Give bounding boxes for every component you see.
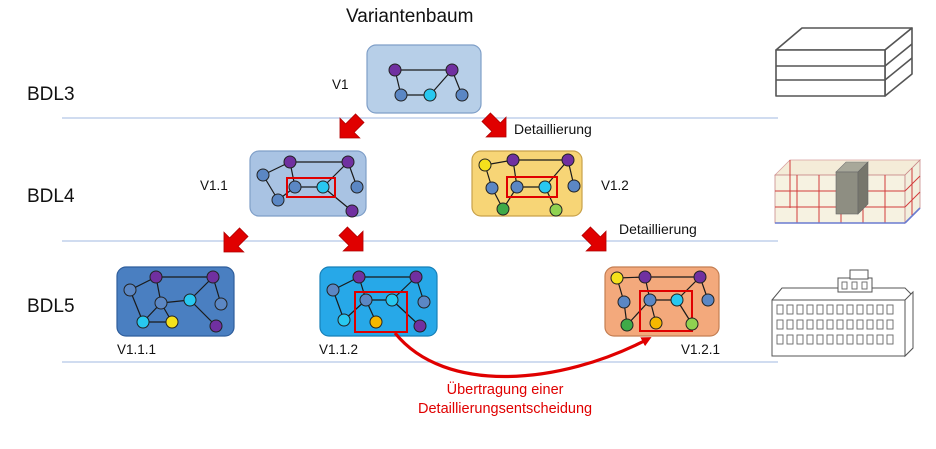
level-label-bdl3: BDL3 — [27, 84, 75, 105]
variant-label-v1-2: V1.2 — [601, 178, 629, 193]
annotation-detaillierung-1: Detaillierung — [514, 121, 592, 137]
transfer-arrow — [393, 331, 652, 379]
level-label-bdl5: BDL5 — [27, 296, 75, 317]
building-slab-block-icon — [775, 27, 913, 97]
diagram-title: Variantenbaum — [346, 6, 474, 27]
transfer-annotation-line2: Detaillierungsentscheidung — [418, 401, 593, 417]
level-label-bdl4: BDL4 — [27, 186, 75, 207]
annotation-detaillierung-2: Detaillierung — [619, 221, 697, 237]
variant-label-v1-1-2: V1.1.2 — [319, 342, 359, 357]
variant-label-v1-1: V1.1 — [200, 178, 228, 193]
variant-box-v1-1-1 — [116, 266, 235, 337]
tree-arrow-v11-to-v111 — [223, 227, 249, 253]
tree-arrow-v11-to-v112 — [338, 226, 364, 252]
tree-arrow-v1-to-v11 — [339, 113, 365, 139]
variant-box-v1-1-2 — [319, 266, 438, 337]
building-structure-icon — [774, 159, 921, 224]
variant-box-v1-1 — [249, 150, 367, 218]
variant-label-v1-1-1: V1.1.1 — [117, 342, 157, 357]
transfer-annotation: Übertragung einer Detaillierungsentschei… — [418, 381, 592, 419]
variant-label-v1: V1 — [332, 77, 349, 92]
tree-arrow-v12-to-v121 — [581, 226, 607, 252]
variant-box-v1-2 — [471, 150, 583, 217]
variant-label-v1-2-1: V1.2.1 — [681, 342, 721, 357]
variant-box-v1 — [366, 44, 482, 114]
tree-arrow-v1-to-v12 — [481, 112, 507, 138]
building-facade-icon — [771, 269, 914, 358]
transfer-annotation-line1: Übertragung einer — [446, 382, 564, 398]
variant-box-v1-2-1 — [604, 266, 720, 337]
